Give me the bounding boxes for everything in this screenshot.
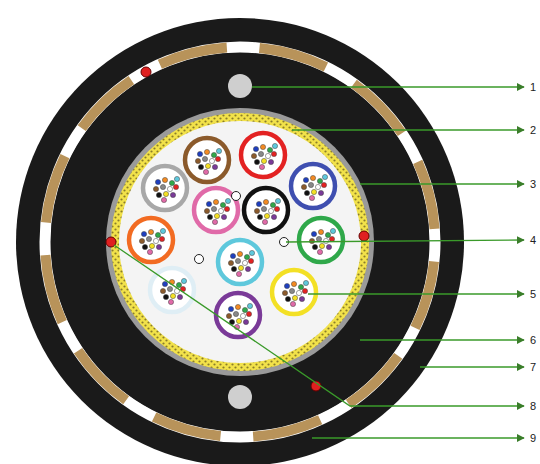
callout-number: 1 [530, 81, 536, 93]
callout-number: 9 [530, 432, 536, 444]
loose-tube [291, 164, 335, 208]
filler [195, 255, 204, 264]
loose-tubes [129, 133, 343, 337]
loose-tube [129, 218, 173, 262]
callout-number: 7 [530, 361, 536, 373]
filler [232, 192, 241, 201]
leader-line [114, 245, 524, 406]
callout-number: 2 [530, 124, 536, 136]
loose-tube [241, 133, 285, 177]
armor-gap [45, 47, 435, 437]
armor-tape [40, 42, 439, 441]
callout-number: 4 [530, 234, 536, 246]
leader-line [308, 293, 524, 294]
loose-tube [185, 138, 229, 182]
leader-lines [114, 87, 524, 438]
leader-line [420, 366, 524, 367]
callout-number: 6 [530, 334, 536, 346]
loose-tube [143, 166, 187, 210]
callout-number: 3 [530, 178, 536, 190]
loose-tube [272, 270, 316, 314]
inner-sheath [51, 53, 429, 431]
ripcord [359, 231, 369, 241]
strength-member [228, 74, 252, 98]
leader-line [252, 86, 524, 87]
ripcord [141, 67, 151, 77]
callout-number: 5 [530, 288, 536, 300]
leader-line [360, 183, 524, 184]
leader-line [292, 129, 524, 130]
loose-tube [216, 293, 260, 337]
loose-tube [299, 218, 343, 262]
loose-tube [244, 188, 288, 232]
callout-number: 8 [530, 400, 536, 412]
leader-line [360, 339, 524, 340]
strength-member [228, 385, 252, 409]
leader-line [312, 437, 524, 438]
leader-line [286, 240, 524, 242]
loose-tube [218, 240, 262, 284]
